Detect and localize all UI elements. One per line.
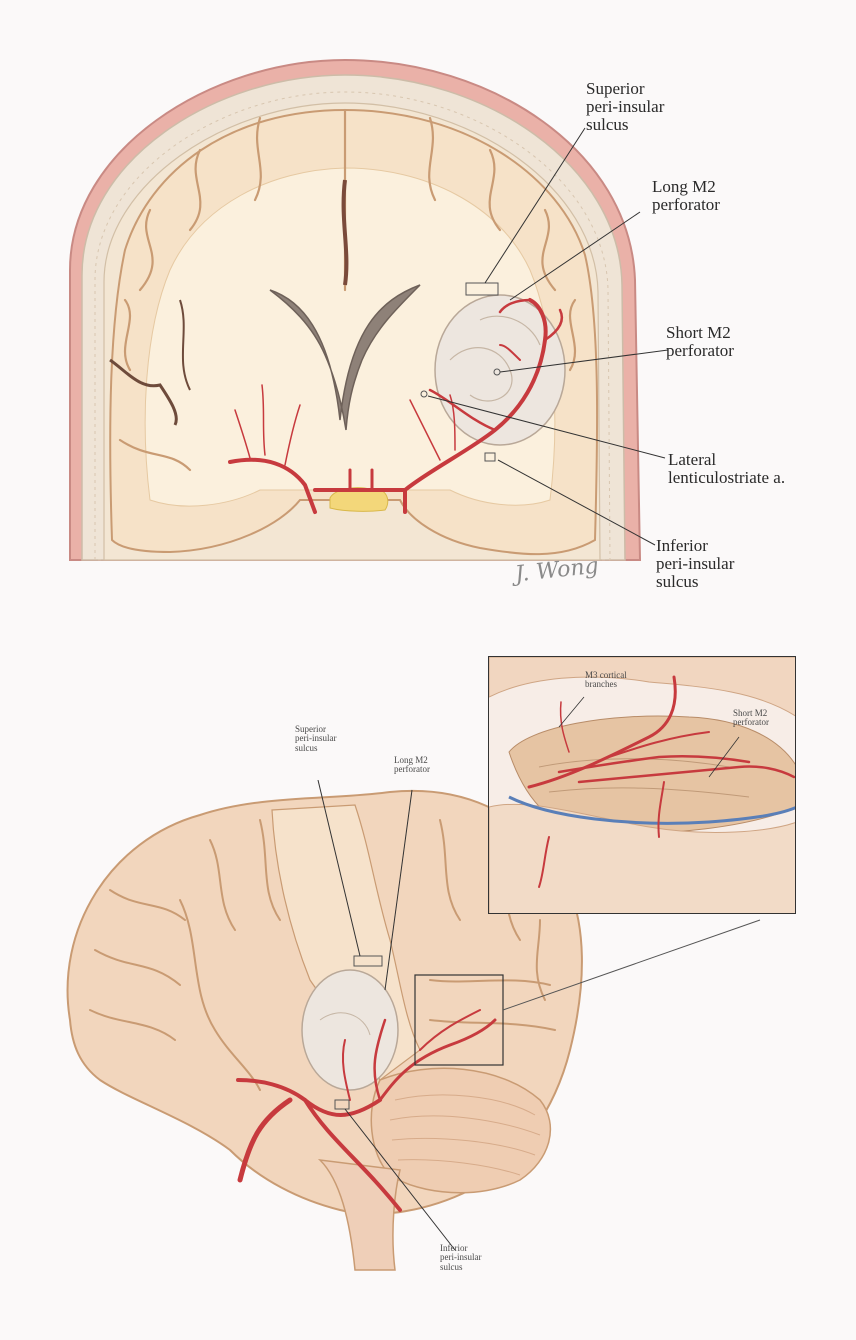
label-m3-cortical: M3 cortical branches [585, 670, 627, 690]
arteries [228, 298, 564, 514]
sylvian-vein [508, 795, 795, 825]
lateral-brain-view [66, 780, 761, 1271]
inset-locator-box [414, 974, 504, 1066]
lateral-ventricles [269, 284, 421, 431]
label-long-m2-top: Long M2 perforator [652, 177, 720, 214]
label-short-m2-top: Short M2 perforator [666, 323, 734, 360]
label-superior-sulcus-top: Superior peri-insular sulcus [586, 79, 665, 134]
label-superior-sulcus-bottom: Superior peri-insular sulcus [295, 724, 337, 753]
arteries-lateral [236, 1009, 497, 1212]
label-lateral-lenticulostriate: Lateral lenticulostriate a. [668, 450, 786, 487]
label-long-m2-bottom: Long M2 perforator [394, 755, 430, 775]
cerebellum [370, 1067, 552, 1194]
label-inferior-sulcus-top: Inferior peri-insular sulcus [656, 536, 735, 591]
label-short-m2-inset: Short M2 perforator [733, 708, 769, 728]
label-inferior-sulcus-bottom: Inferior peri-insular sulcus [440, 1243, 482, 1272]
brainstem [317, 1158, 401, 1271]
inset-arteries [527, 675, 795, 888]
inset-drawing [489, 657, 795, 913]
magnified-inset: M3 cortical branches Short M2 perforator [488, 656, 796, 914]
coronal-brain-section [69, 58, 669, 561]
insular-tumor-lateral [301, 969, 399, 1091]
